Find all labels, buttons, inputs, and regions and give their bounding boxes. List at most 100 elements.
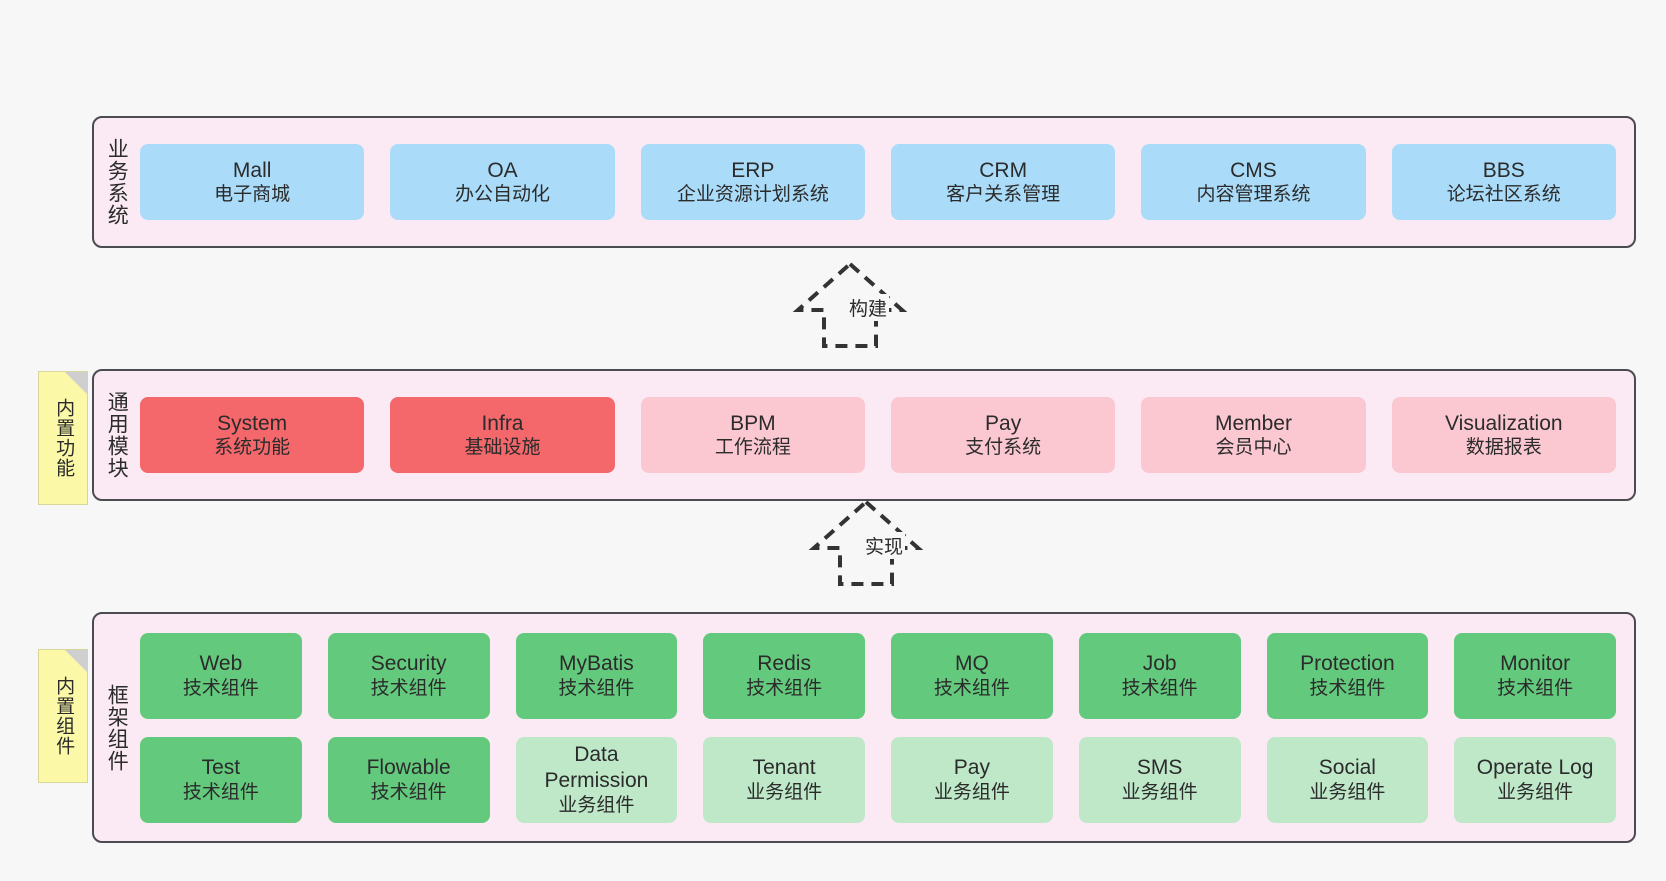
module-card-redis[interactable]: Redis 技术组件: [703, 632, 865, 719]
module-desc: 办公自动化: [454, 184, 550, 206]
module-name: CMS: [1230, 158, 1277, 182]
module-name: Data Permission: [544, 743, 649, 792]
module-card-pay[interactable]: Pay 支付系统: [890, 397, 1116, 473]
module-card-oa[interactable]: OA 办公自动化: [390, 144, 615, 220]
module-desc: 内容管理系统: [1196, 184, 1311, 206]
arrow-implement-label: 实现: [863, 532, 906, 559]
layer-label-common: 通用模块: [105, 391, 129, 479]
module-card-social[interactable]: Social 业务组件: [1266, 736, 1429, 823]
module-card-sms[interactable]: SMS 业务组件: [1078, 736, 1241, 823]
module-desc: 业务组件: [558, 794, 635, 816]
module-desc: 业务组件: [933, 781, 1010, 803]
arrow-implement: 实现: [806, 496, 926, 591]
module-desc: 技术组件: [1497, 677, 1574, 699]
module-desc: 技术组件: [182, 677, 259, 699]
module-name: CRM: [979, 158, 1028, 182]
module-card-monitor[interactable]: Monitor 技术组件: [1454, 632, 1616, 719]
module-desc: 业务组件: [1497, 781, 1574, 803]
module-name: System: [217, 411, 288, 435]
module-name: Operate Log: [1476, 756, 1594, 780]
module-desc: 客户关系管理: [946, 184, 1061, 206]
module-card-mall[interactable]: Mall 电子商城: [140, 144, 365, 220]
module-card-tenant[interactable]: Tenant 业务组件: [703, 736, 865, 823]
module-card-operate-log[interactable]: Operate Log 业务组件: [1454, 736, 1616, 823]
module-desc: 技术组件: [1121, 677, 1198, 699]
module-desc: 工作流程: [714, 437, 791, 459]
module-desc: 业务组件: [1121, 781, 1198, 803]
module-card-member[interactable]: Member 会员中心: [1141, 397, 1366, 473]
module-name: BPM: [730, 411, 776, 435]
layer-common-modules[interactable]: 通用模块 System 系统功能 Infra 基础设施 BPM 工作流程 Pay…: [92, 369, 1636, 501]
layer-label-framework: 框架组件: [105, 683, 129, 772]
arrow-build-label: 构建: [847, 294, 890, 321]
module-desc: 支付系统: [965, 437, 1042, 459]
module-desc: 业务组件: [746, 781, 823, 803]
module-card-test[interactable]: Test 技术组件: [140, 736, 302, 823]
module-name: Job: [1142, 652, 1177, 676]
module-card-mq[interactable]: MQ 技术组件: [891, 632, 1053, 719]
module-card-flowable[interactable]: Flowable 技术组件: [327, 736, 490, 823]
module-name: Member: [1214, 411, 1292, 435]
module-card-cms[interactable]: CMS 内容管理系统: [1141, 144, 1366, 220]
card-row: Test 技术组件 Flowable 技术组件 Data Permission …: [140, 736, 1616, 823]
module-desc: 企业资源计划系统: [676, 184, 829, 206]
module-desc: 技术组件: [746, 677, 823, 699]
layer-body-framework: Web 技术组件 Security 技术组件 MyBatis 技术组件 Redi…: [138, 614, 1634, 841]
module-card-infra[interactable]: Infra 基础设施: [390, 397, 615, 473]
module-card-security[interactable]: Security 技术组件: [327, 632, 490, 719]
layer-label-business: 业务系统: [105, 138, 129, 226]
arrow-build: 构建: [790, 258, 910, 353]
layer-body-common: System 系统功能 Infra 基础设施 BPM 工作流程 Pay 支付系统…: [138, 371, 1634, 499]
module-name: Infra: [481, 411, 524, 435]
module-name: Flowable: [366, 756, 451, 780]
card-row: System 系统功能 Infra 基础设施 BPM 工作流程 Pay 支付系统…: [140, 397, 1616, 473]
sticky-note-builtin-function: 内置功能: [38, 371, 88, 505]
module-name: Monitor: [1500, 652, 1571, 676]
sticky-note-label: 内置组件: [53, 676, 75, 756]
module-name: Pay: [953, 756, 990, 780]
layer-framework-components[interactable]: 框架组件 Web 技术组件 Security 技术组件 MyBatis 技术组件…: [92, 612, 1636, 843]
module-name: Protection: [1300, 652, 1395, 676]
module-card-erp[interactable]: ERP 企业资源计划系统: [640, 144, 865, 220]
module-desc: 技术组件: [1309, 677, 1386, 699]
module-desc: 技术组件: [933, 677, 1010, 699]
module-card-bpm[interactable]: BPM 工作流程: [640, 397, 865, 473]
module-desc: 会员中心: [1215, 437, 1292, 459]
module-desc: 技术组件: [370, 781, 447, 803]
module-name: Mall: [232, 158, 272, 182]
module-name: Test: [201, 756, 241, 780]
module-name: Pay: [985, 411, 1022, 435]
module-name: OA: [487, 158, 518, 182]
card-row: Web 技术组件 Security 技术组件 MyBatis 技术组件 Redi…: [140, 632, 1616, 719]
module-name: MQ: [954, 652, 989, 676]
module-desc: 技术组件: [182, 781, 259, 803]
module-card-web[interactable]: Web 技术组件: [140, 632, 302, 719]
module-card-protection[interactable]: Protection 技术组件: [1266, 632, 1429, 719]
module-card-mybatis[interactable]: MyBatis 技术组件: [515, 632, 678, 719]
module-name: Visualization: [1445, 411, 1563, 435]
module-name: Security: [370, 652, 447, 676]
module-desc: 电子商城: [214, 184, 291, 206]
module-name: MyBatis: [559, 652, 634, 676]
sticky-note-builtin-component: 内置组件: [38, 649, 88, 783]
module-card-pay-business[interactable]: Pay 业务组件: [891, 736, 1053, 823]
module-card-visualization[interactable]: Visualization 数据报表: [1391, 397, 1616, 473]
module-card-system[interactable]: System 系统功能: [140, 397, 365, 473]
module-desc: 数据报表: [1465, 437, 1542, 459]
module-card-data-permission[interactable]: Data Permission 业务组件: [515, 736, 678, 823]
module-name: ERP: [731, 158, 775, 182]
module-name: Web: [199, 652, 243, 676]
module-desc: 技术组件: [558, 677, 635, 699]
module-desc: 论坛社区系统: [1446, 184, 1561, 206]
sticky-note-label: 内置功能: [53, 398, 75, 478]
module-card-job[interactable]: Job 技术组件: [1078, 632, 1241, 719]
module-name: BBS: [1482, 158, 1525, 182]
layer-body-business: Mall 电子商城 OA 办公自动化 ERP 企业资源计划系统 CRM 客户关系…: [138, 118, 1634, 246]
module-card-crm[interactable]: CRM 客户关系管理: [890, 144, 1116, 220]
module-name: SMS: [1136, 756, 1183, 780]
layer-business-systems[interactable]: 业务系统 Mall 电子商城 OA 办公自动化 ERP 企业资源计划系统 CRM…: [92, 116, 1636, 248]
module-card-bbs[interactable]: BBS 论坛社区系统: [1391, 144, 1616, 220]
module-desc: 系统功能: [214, 437, 291, 459]
module-name: Redis: [757, 652, 811, 676]
